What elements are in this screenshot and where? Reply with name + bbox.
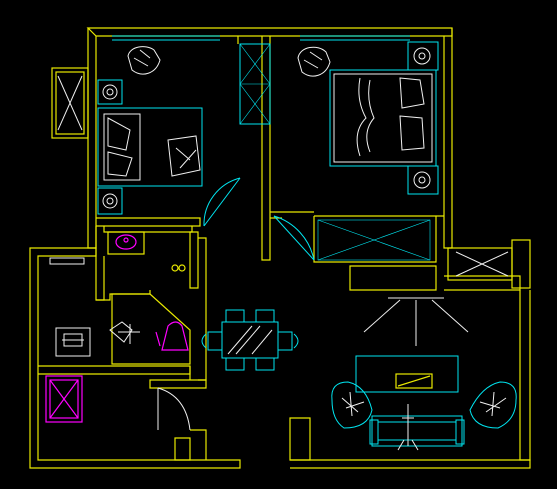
bedroom-right xyxy=(273,41,439,261)
walls xyxy=(29,27,531,469)
wardrobe xyxy=(239,43,271,125)
living xyxy=(331,297,517,451)
windows xyxy=(57,35,509,277)
dining xyxy=(201,309,299,371)
bathroom xyxy=(45,231,191,431)
bedroom-left xyxy=(97,46,241,227)
